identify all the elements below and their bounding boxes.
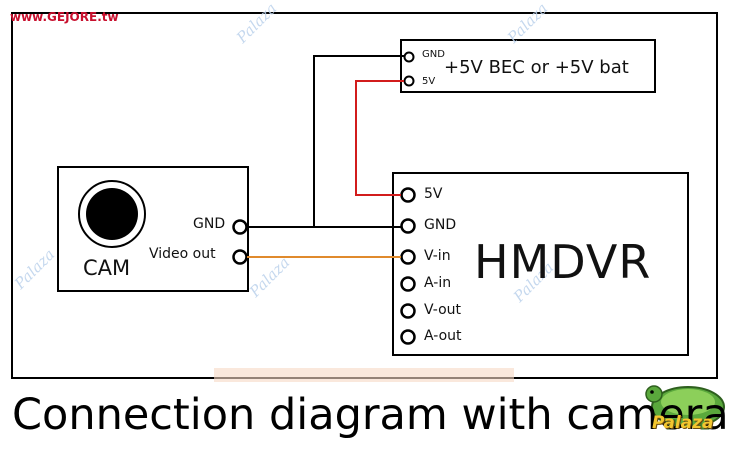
power-gnd-label: GND (422, 49, 445, 60)
recorder-vin-terminal (400, 249, 416, 265)
diagram-caption: Connection diagram with camera (12, 390, 729, 440)
camera-label: CAM (83, 256, 131, 280)
recorder-label: HMDVR (474, 235, 652, 289)
ground-wire-to-power (313, 55, 404, 227)
power-source-label: +5V BEC or +5V bat (444, 57, 629, 78)
recorder-aout-terminal (400, 329, 416, 345)
site-url: www.GEJORE.tw (10, 10, 119, 24)
recorder-gnd-label: GND (424, 217, 457, 233)
camera-video-out-label: Video out (149, 246, 216, 262)
recorder-vin-label: V-in (424, 248, 451, 264)
recorder-box (392, 172, 689, 356)
camera-lens-inner (86, 188, 138, 240)
recorder-gnd-terminal (400, 218, 416, 234)
logo-text: Palaza (652, 413, 714, 433)
power-5v-terminal (403, 75, 415, 87)
camera-gnd-label: GND (193, 216, 226, 232)
recorder-vout-label: V-out (424, 302, 461, 318)
recorder-5v-label: 5V (424, 186, 443, 202)
faded-watermark-band (214, 368, 514, 382)
recorder-vout-terminal (400, 303, 416, 319)
power-source-box (400, 39, 656, 93)
recorder-aout-label: A-out (424, 328, 462, 344)
recorder-ain-label: A-in (424, 275, 452, 291)
palaza-logo-icon (645, 385, 725, 430)
recorder-5v-terminal (400, 187, 416, 203)
camera-gnd-terminal (232, 219, 248, 235)
power-wire (355, 80, 404, 196)
power-5v-label: 5V (422, 76, 436, 87)
recorder-ain-terminal (400, 276, 416, 292)
camera-video-terminal (232, 249, 248, 265)
power-gnd-terminal (403, 51, 415, 63)
